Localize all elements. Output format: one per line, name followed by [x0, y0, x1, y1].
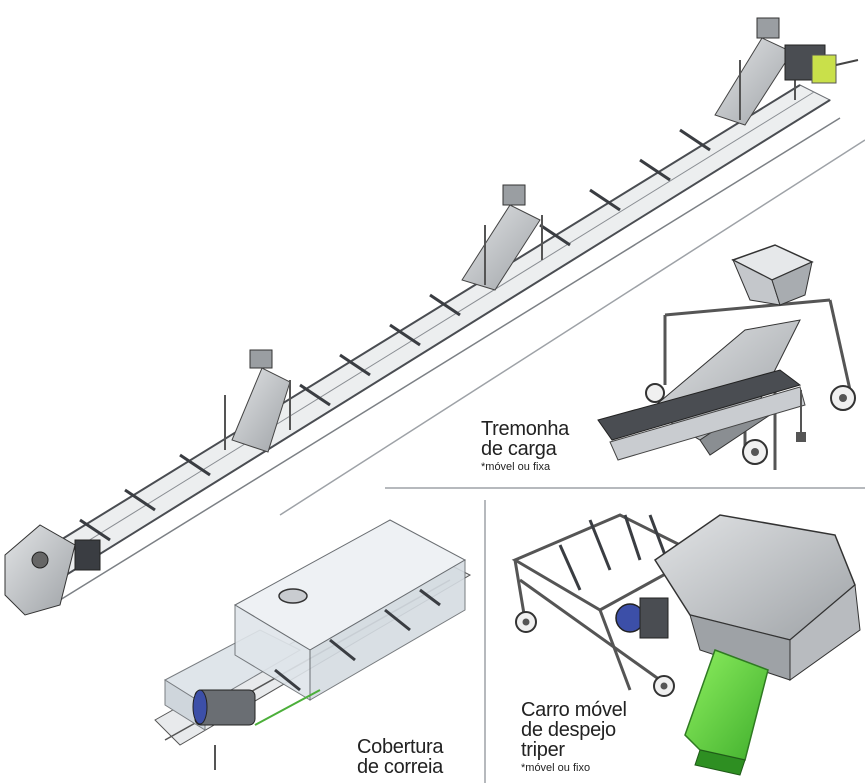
- hopper-1: [224, 349, 291, 453]
- label-tripper-line2: de despejo: [521, 719, 616, 741]
- hopper-detail: [597, 244, 856, 470]
- label-hopper-note: *móvel ou fixa: [481, 461, 551, 473]
- idler-stations: [79, 128, 711, 542]
- hopper-2: [461, 184, 543, 291]
- label-tripper-note: *móvel ou fixo: [521, 762, 591, 774]
- label-tripper: Carro móvel de despejo triper *móvel ou …: [521, 700, 627, 774]
- tail-housing: [4, 524, 101, 616]
- hopper-3: [714, 17, 796, 126]
- label-tripper-line3: triper: [521, 739, 565, 761]
- main-conveyor: [4, 17, 859, 616]
- label-tripper-line1: Carro móvel: [521, 699, 627, 721]
- tripper-detail: [511, 513, 861, 776]
- panel-dividers: [279, 139, 865, 783]
- label-cover-line1: Cobertura: [357, 736, 444, 758]
- label-cover-line2: de correia: [357, 756, 443, 778]
- belt-cover-detail: [154, 519, 472, 770]
- label-hopper: Tremonha de carga *móvel ou fixa: [481, 419, 569, 473]
- head-drive: [784, 44, 859, 84]
- label-cover: Cobertura de correia: [357, 736, 444, 778]
- label-hopper-line1: Tremonha: [481, 418, 570, 440]
- label-hopper-line2: de carga: [481, 438, 557, 460]
